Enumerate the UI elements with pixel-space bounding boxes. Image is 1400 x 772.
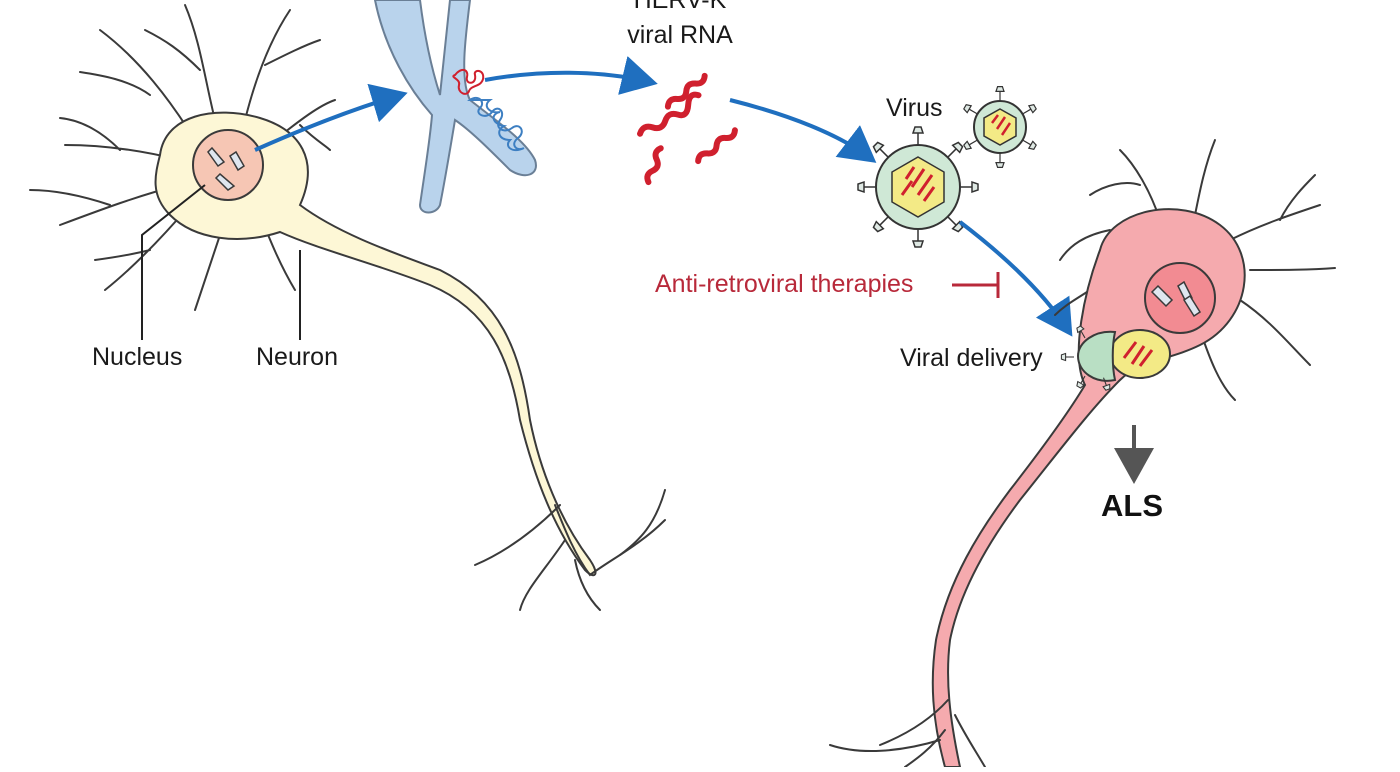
diseased-neuron <box>829 139 1336 768</box>
arrow-icon <box>484 56 658 95</box>
arrow-icon <box>254 83 408 152</box>
virus-particle-icon <box>857 126 979 248</box>
therapy-label: Anti-retroviral therapies <box>655 270 914 298</box>
nucleus-label: Nucleus <box>92 343 183 371</box>
viral-delivery-label: Viral delivery <box>900 344 1043 372</box>
neuron-label: Neuron <box>256 343 338 371</box>
arrow-icon <box>729 98 877 163</box>
virus-particle-icon <box>962 85 1038 168</box>
arrow-icon <box>958 220 1073 337</box>
herv-k-label: HERV-K <box>633 0 727 14</box>
nucleus-icon <box>1144 262 1216 334</box>
viral-rna-label: viral RNA <box>627 21 733 49</box>
als-label: ALS <box>1101 488 1163 523</box>
nucleus-icon <box>192 129 264 201</box>
virus-label: Virus <box>886 94 943 122</box>
rna-strand-icon <box>637 72 738 186</box>
inhibition-bar-icon <box>952 272 1000 298</box>
healthy-neuron <box>29 4 666 611</box>
chromosome-icon <box>373 0 537 214</box>
